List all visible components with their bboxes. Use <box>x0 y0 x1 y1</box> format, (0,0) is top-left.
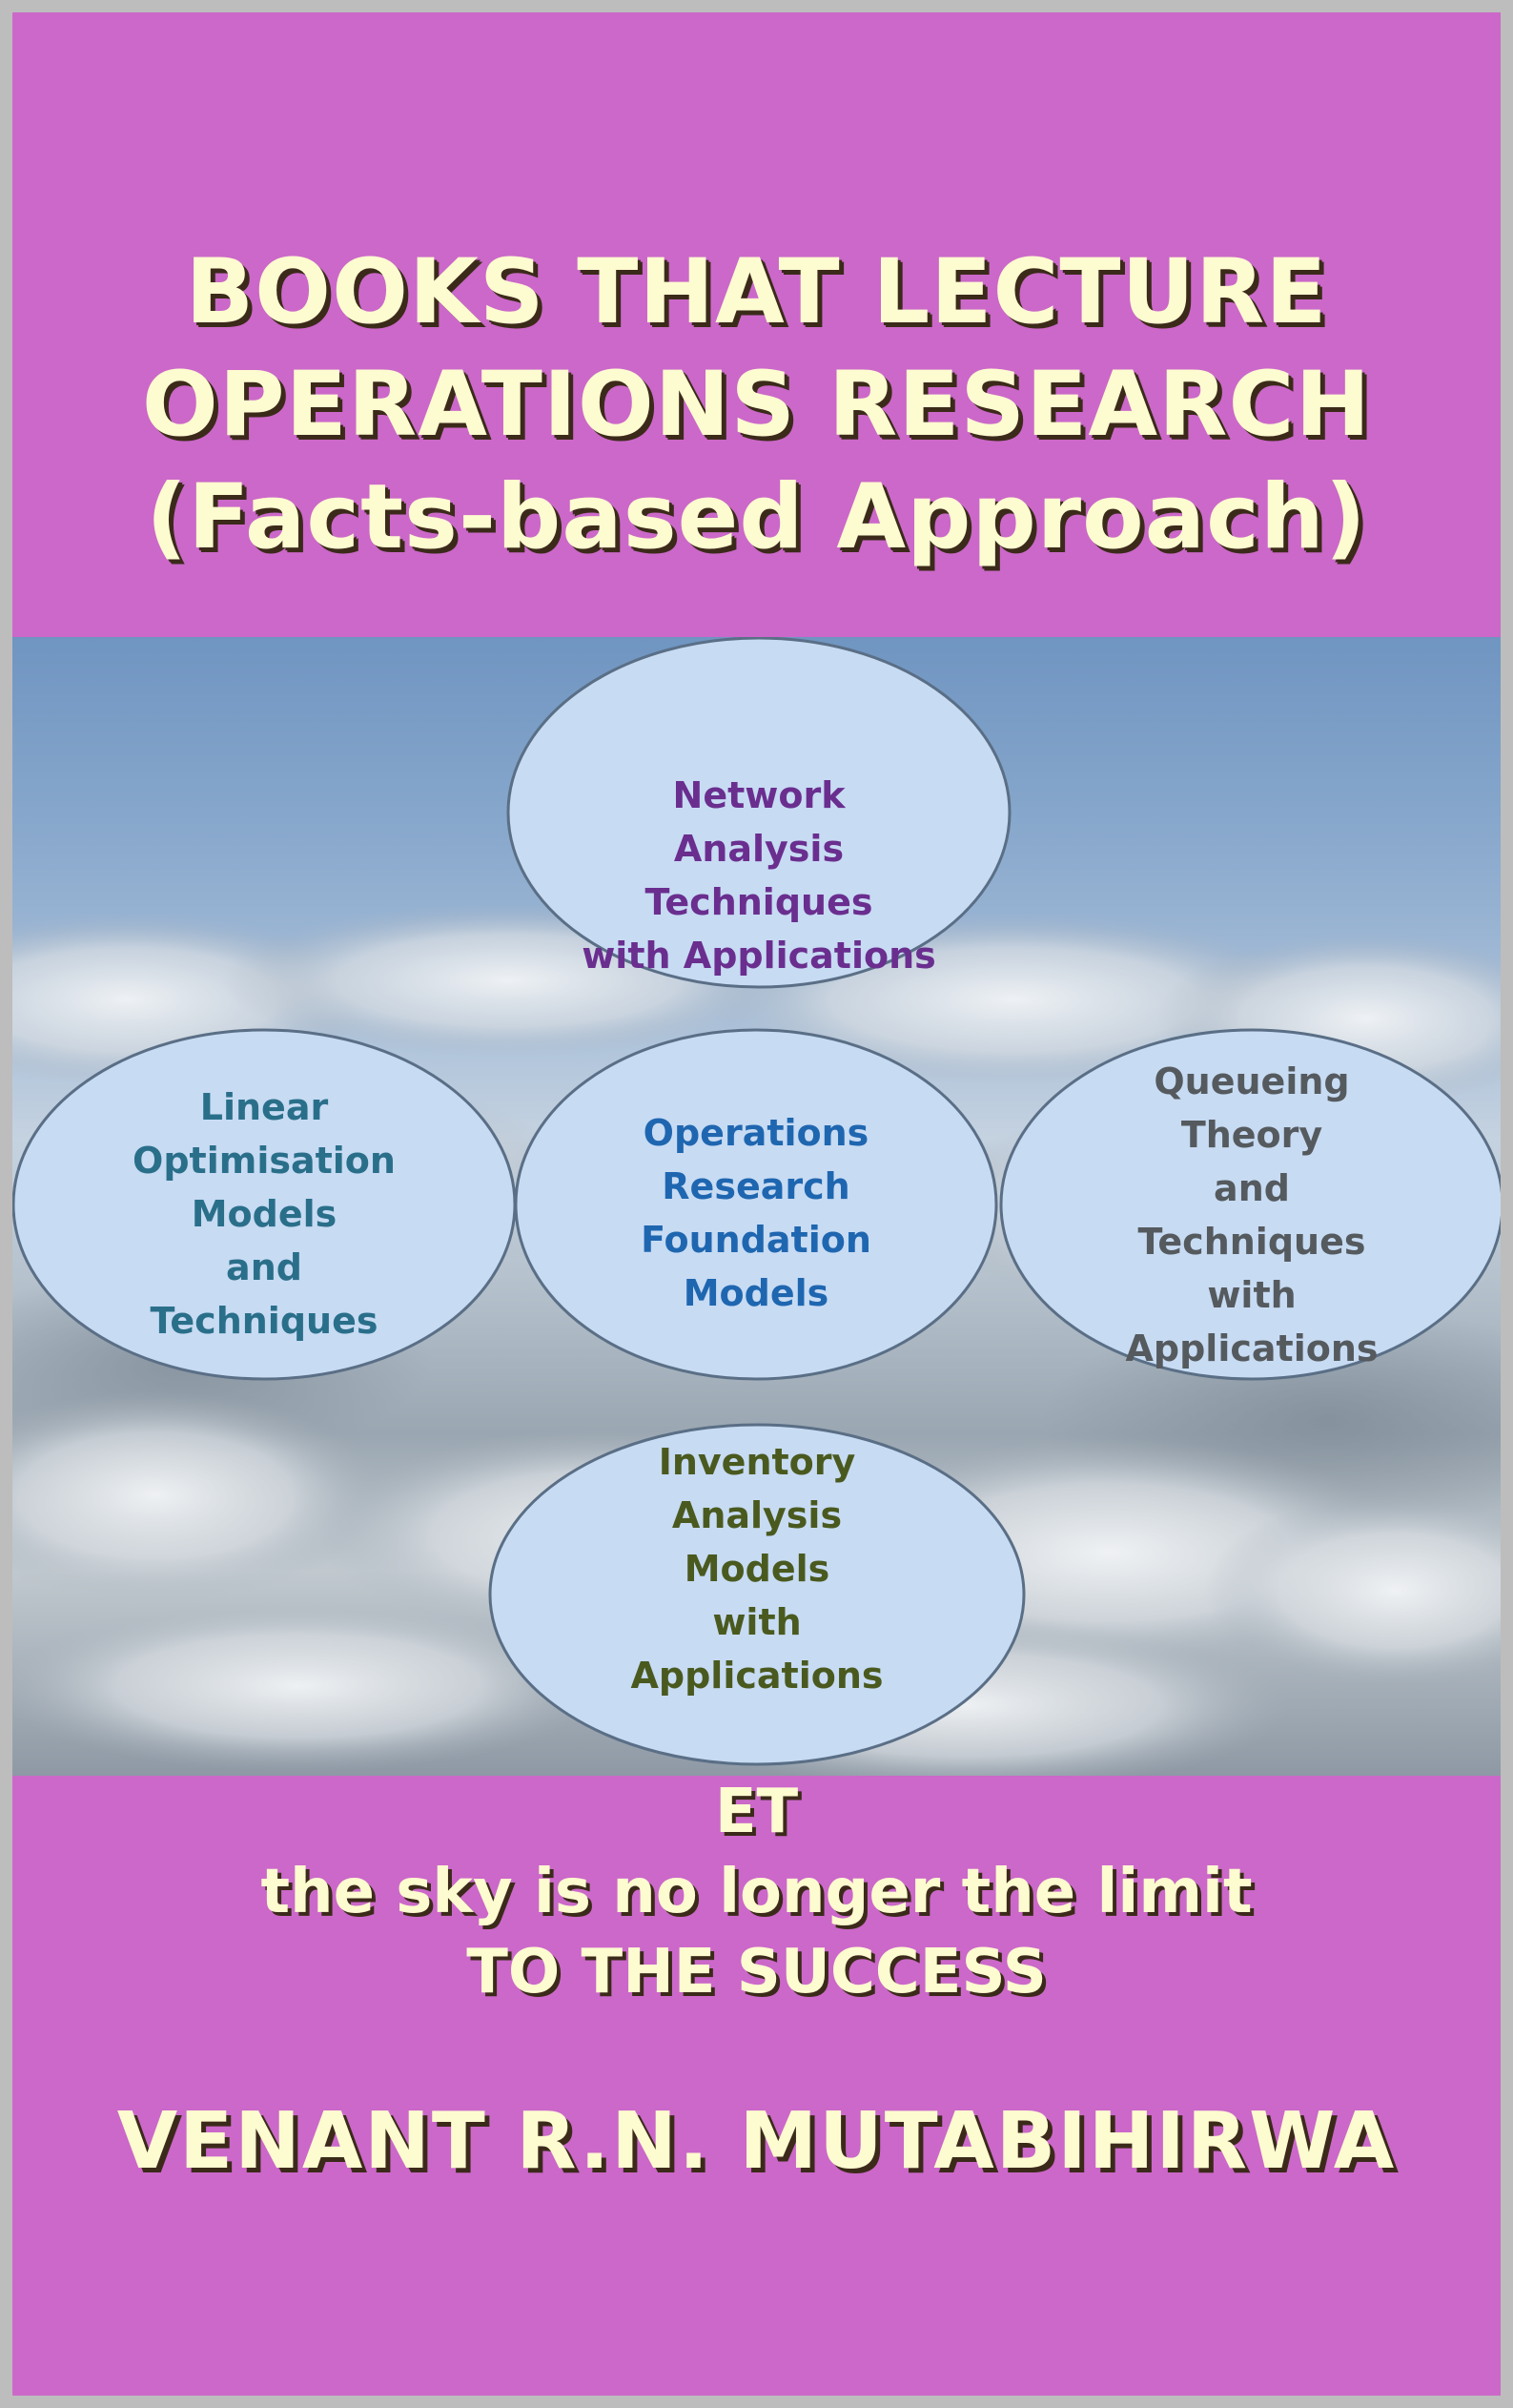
book-title: BOOKS THAT LECTURE OPERATIONS RESEARCH (… <box>12 237 1501 574</box>
tagline: ET the sky is no longer the limit TO THE… <box>12 1772 1501 2012</box>
title-line-3: (Facts-based Approach) <box>146 465 1367 569</box>
tagline-line-1: ET <box>714 1777 799 1847</box>
bubble-center <box>514 1028 998 1381</box>
bubble-network <box>506 637 1012 989</box>
bubble-center-label: Operations Research Foundation Models <box>641 1112 871 1314</box>
bubble-linear-label: Linear Optimisation Models and Technique… <box>133 1086 396 1342</box>
tagline-line-2: the sky is no longer the limit <box>260 1857 1253 1927</box>
bubble-network-label: Network Analysis Techniques with Applica… <box>582 774 936 977</box>
tagline-line-3: TO THE SUCCESS <box>466 1937 1047 2007</box>
book-cover: BOOKS THAT LECTURE OPERATIONS RESEARCH (… <box>12 12 1501 2396</box>
bubble-queueing-label: Queueing Theory and Techniques with Appl… <box>1125 1060 1379 1369</box>
title-line-1: BOOKS THAT LECTURE <box>185 240 1328 344</box>
title-line-2: OPERATIONS RESEARCH <box>141 353 1372 457</box>
author-name: VENANT R.N. MUTABIHIRWA <box>116 2096 1397 2187</box>
bubble-inventory <box>488 1423 1026 1766</box>
bubble-inventory-label: Inventory Analysis Models with Applicati… <box>630 1441 884 1697</box>
sky-cloud-image: Network Analysis Techniques with Applica… <box>12 637 1501 1776</box>
bubble-queueing <box>999 1028 1501 1381</box>
clouds-and-bubbles-diagram <box>12 637 1501 1776</box>
